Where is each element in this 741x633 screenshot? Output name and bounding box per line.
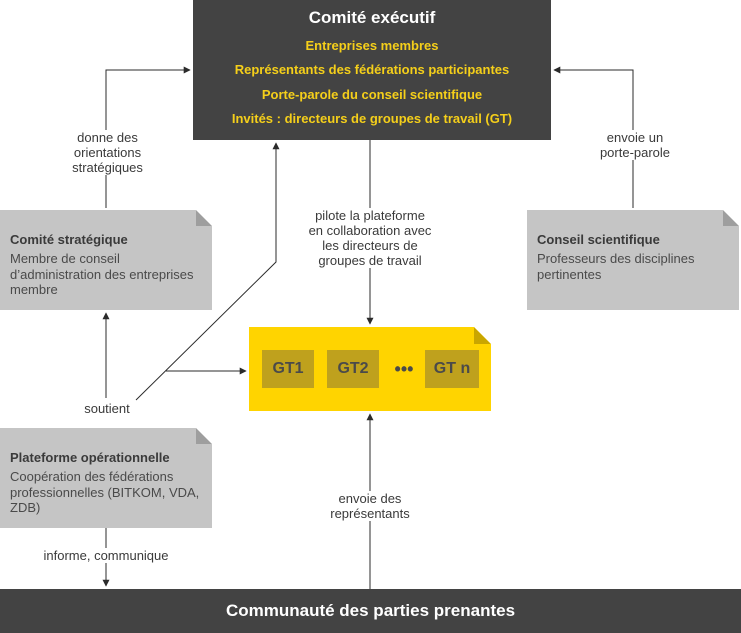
executive-line-spokesperson: Porte-parole du conseil scientifique	[261, 86, 483, 102]
executive-line-guests: Invités : directeurs de groupes de trava…	[231, 111, 513, 126]
strategic-committee-text: Membre de conseil d’administration des e…	[10, 251, 194, 297]
scientific-council-text: Professeurs des disciplines pertinentes	[537, 251, 695, 282]
working-group-1: GT1	[262, 350, 314, 388]
label-strategic-orientations: donne des orientations stratégiques	[60, 130, 155, 175]
executive-line-members: Entreprises membres	[305, 37, 439, 53]
stakeholder-community-title: Communauté des parties prenantes	[225, 601, 516, 620]
working-groups-box: GT1 GT2 ••• GT n	[249, 327, 491, 411]
label-informs-communicates: informe, communique	[30, 548, 182, 563]
scientific-council-title: Conseil scientifique	[537, 232, 660, 247]
label-supports: soutient	[78, 401, 136, 416]
scientific-council-card: Conseil scientifique Professeurs des dis…	[527, 210, 739, 310]
executive-committee-box: Comité exécutif Entreprises membres Repr…	[193, 0, 551, 140]
stakeholder-community-bar: Communauté des parties prenantes	[0, 589, 741, 633]
strategic-committee-title: Comité stratégique	[10, 232, 128, 247]
label-sends-representatives: envoie des représentants	[320, 491, 420, 521]
strategic-committee-card: Comité stratégique Membre de conseil d’a…	[0, 210, 212, 310]
arrow-scientific-to-exec	[553, 66, 634, 208]
operational-platform-text: Coopération des fédérations professionne…	[10, 469, 200, 515]
executive-line-federations: Représentants des fédérations participan…	[234, 62, 510, 77]
working-group-2: GT2	[327, 350, 379, 388]
working-group-n: GT n	[425, 350, 479, 388]
label-pilots-platform: pilote la plateforme en collaboration av…	[295, 208, 445, 268]
label-sends-spokesperson: envoie un porte-parole	[590, 130, 680, 160]
arrow-platform-to-exec	[135, 142, 280, 401]
operational-platform-title: Plateforme opérationnelle	[10, 450, 170, 465]
operational-platform-card: Plateforme opérationnelle Coopération de…	[0, 428, 212, 528]
executive-committee-title: Comité exécutif	[308, 8, 436, 27]
working-group-ellipsis: •••	[394, 358, 414, 379]
